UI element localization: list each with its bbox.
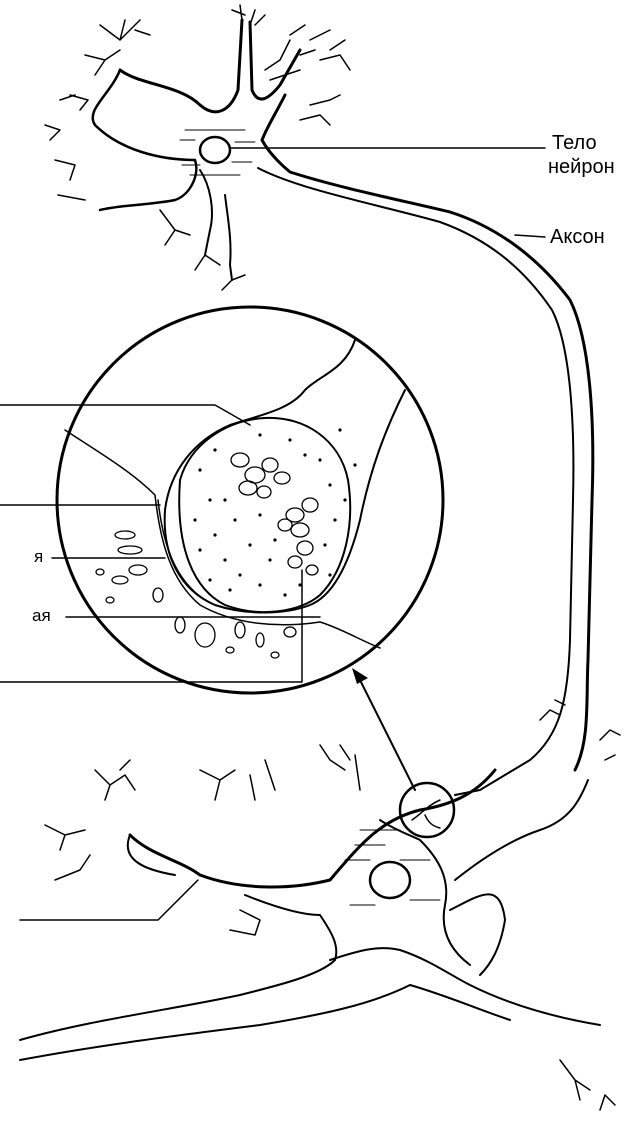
label-cell-body-2: нейрон	[548, 156, 615, 178]
leader-line-6	[19, 879, 199, 921]
magnified-cell-outline	[163, 339, 406, 614]
label-axon: Аксон	[550, 226, 605, 248]
bottom-nucleus	[368, 860, 412, 900]
label-cut-1: я	[34, 547, 44, 566]
bottom-cell-body	[128, 768, 497, 889]
magnification-arrow	[352, 668, 416, 791]
magnified-view	[0, 305, 445, 695]
top-neuron	[44, 4, 595, 796]
top-axon	[257, 167, 575, 796]
label-cell-body: Тело	[552, 132, 597, 154]
top-nucleus	[198, 135, 232, 165]
granules	[193, 428, 357, 597]
axon-pointer	[514, 234, 546, 238]
leader-line-5	[0, 569, 303, 683]
nucleolus	[230, 452, 319, 576]
magnification-circle	[55, 305, 445, 695]
top-cell-body	[118, 18, 595, 772]
magnified-nucleus	[178, 416, 352, 614]
label-cut-2: ая	[32, 606, 51, 625]
magnified-area-marker	[398, 781, 456, 839]
bottom-neuron	[19, 699, 621, 1111]
leader-line-1	[0, 404, 251, 426]
